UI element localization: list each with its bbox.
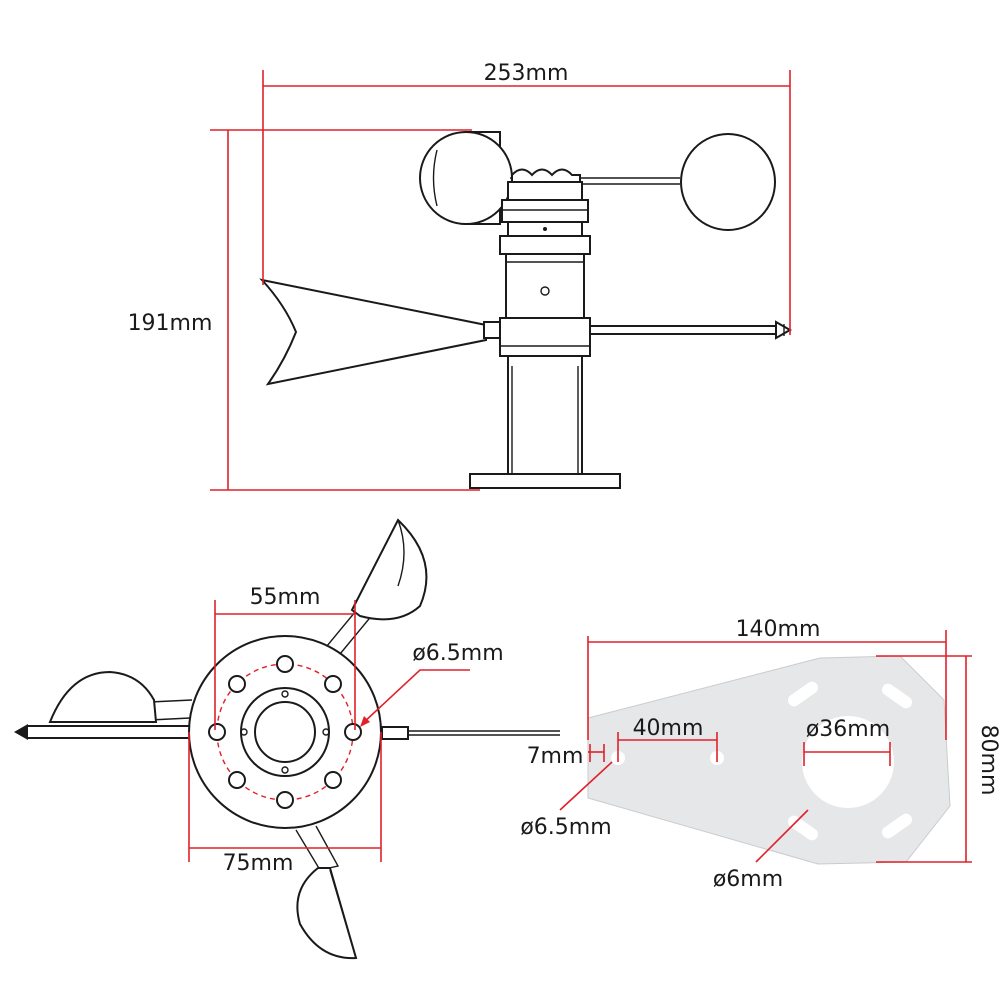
edge-offset-label: 7mm — [527, 744, 584, 769]
bracket-length-dimension: 140mm — [587, 617, 947, 740]
side-view — [259, 131, 793, 489]
base-hole-dimension: ø6.5mm — [360, 641, 504, 727]
overall-width-dimension: 253mm — [262, 61, 791, 335]
lower-cup — [295, 825, 358, 960]
base-diameter-label: 75mm — [223, 851, 294, 876]
mounting-holes — [208, 655, 362, 809]
bracket-hole-label: ø6.5mm — [520, 815, 611, 840]
left-cup — [419, 131, 513, 225]
base-hole-label: ø6.5mm — [412, 641, 503, 666]
slot-width-dimension: ø6mm — [713, 809, 809, 892]
hole-spacing-dimension: 40mm — [617, 716, 718, 762]
upper-cup — [321, 518, 428, 655]
base-diameter-dimension: 75mm — [188, 732, 382, 876]
slot-width-label: ø6mm — [713, 867, 783, 892]
overall-height-dimension: 191mm — [128, 129, 480, 491]
overall-height-label: 191mm — [128, 311, 213, 336]
bracket-height-label: 80mm — [976, 725, 1000, 796]
bracket-length-label: 140mm — [736, 617, 821, 642]
center-hole-label: ø36mm — [806, 717, 890, 742]
bolt-circle-label: 55mm — [250, 585, 321, 610]
mounting-bracket — [587, 655, 951, 865]
hole-spacing-label: 40mm — [633, 716, 704, 741]
bolt-circle-dimension: 55mm — [214, 585, 356, 730]
center-hole-dimension: ø36mm — [803, 717, 891, 766]
top-view — [14, 518, 560, 960]
bracket-hole-dimension: ø6.5mm — [520, 761, 613, 840]
side-cup — [48, 670, 193, 723]
bracket-height-dimension: 80mm — [876, 655, 1000, 863]
overall-width-label: 253mm — [484, 61, 569, 86]
edge-offset-dimension: 7mm — [527, 744, 605, 769]
right-cup — [680, 133, 776, 231]
